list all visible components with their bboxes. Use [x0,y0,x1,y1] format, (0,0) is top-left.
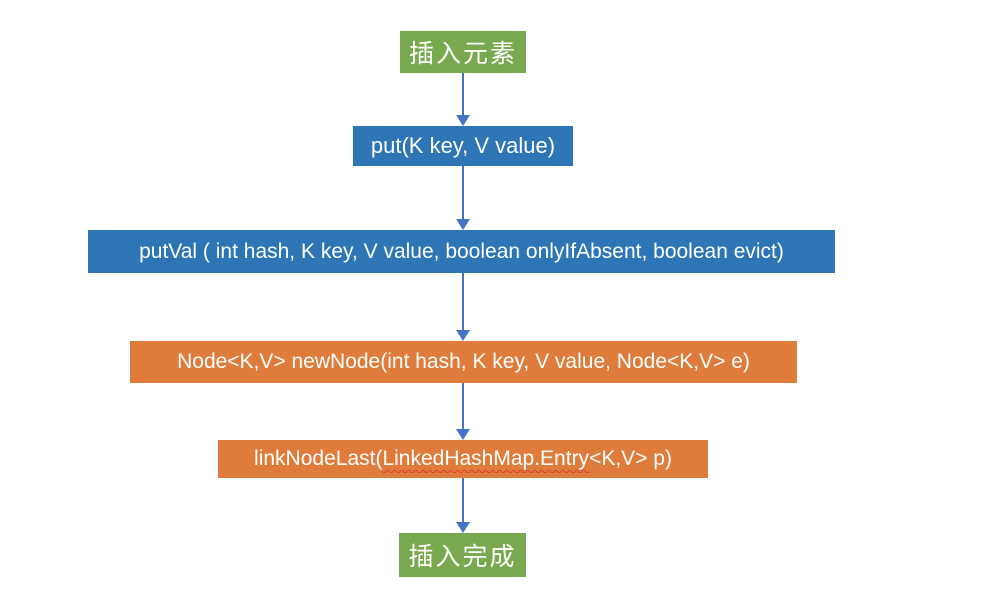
arrow-shaft [462,73,464,117]
arrow-head-icon [456,429,470,440]
flow-node-put: put(K key, V value) [353,126,573,166]
arrow-down-2 [456,166,470,230]
arrow-shaft [462,273,464,332]
arrow-down-4 [456,383,470,440]
arrow-shaft [462,383,464,431]
arrow-head-icon [456,522,470,533]
arrow-down-5 [456,478,470,533]
arrow-head-icon [456,330,470,341]
flow-node-insert-start: 插入元素 [400,31,526,73]
flow-node-insert-done: 插入完成 [399,533,526,577]
flow-node-label: Node<K,V> newNode(int hash, K key, V val… [177,350,750,373]
flow-node-label: 插入完成 [408,543,517,571]
arrow-down-1 [456,73,470,126]
arrow-head-icon [456,115,470,126]
label-suffix: <K,V> p) [589,447,672,470]
label-spellcheck-underlined: LinkedHashMap.Entry [382,447,590,470]
flow-node-newnode: Node<K,V> newNode(int hash, K key, V val… [130,341,797,383]
flow-node-label: putVal ( int hash, K key, V value, boole… [139,239,784,263]
arrow-shaft [462,166,464,221]
arrow-shaft [462,478,464,524]
flow-node-putval: putVal ( int hash, K key, V value, boole… [88,230,835,273]
flow-node-label: put(K key, V value) [370,133,556,158]
flow-node-label: 插入元素 [408,40,517,68]
label-prefix: linkNodeLast( [254,447,383,470]
arrow-down-3 [456,273,470,341]
flow-node-label: linkNodeLast(LinkedHashMap.Entry<K,V> p) [254,447,672,471]
arrow-head-icon [456,219,470,230]
flow-node-linknodelast: linkNodeLast(LinkedHashMap.Entry<K,V> p) [218,440,708,478]
